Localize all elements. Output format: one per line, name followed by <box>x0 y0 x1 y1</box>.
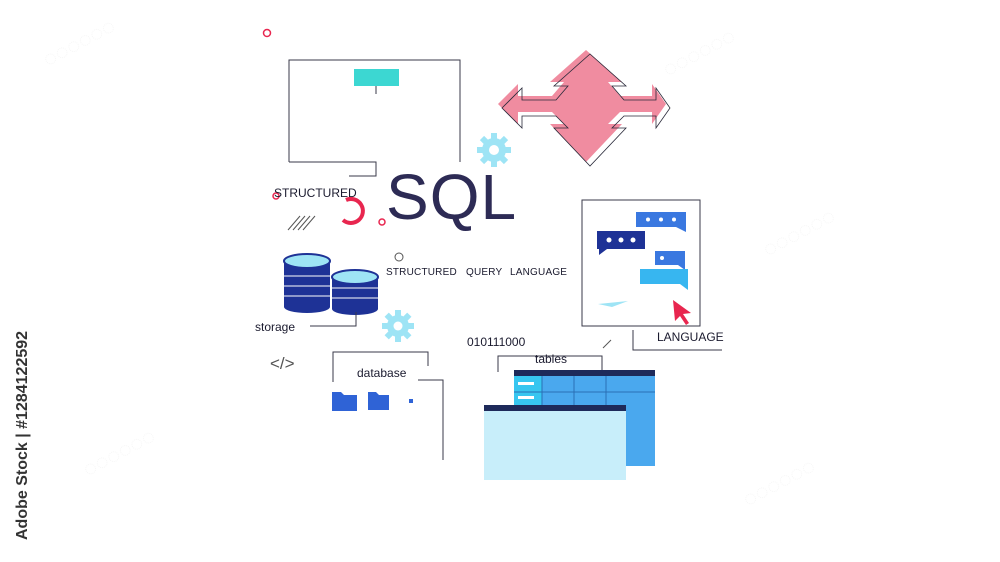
database-frame <box>332 351 444 460</box>
gear-icon <box>477 133 511 167</box>
language-connector <box>632 330 722 351</box>
label-database: database <box>357 366 407 380</box>
tables-icon <box>484 370 655 480</box>
label-query: QUERY <box>466 267 503 278</box>
hatch-lines <box>287 215 316 231</box>
label-language-small: LANGUAGE <box>510 267 568 278</box>
label-binary: 010111000 <box>467 335 526 349</box>
red-arc <box>341 196 365 225</box>
storage-connector <box>310 312 357 327</box>
arrows-cross-icon <box>498 50 671 167</box>
red-dot-mid <box>378 218 386 226</box>
code-icon: </> <box>270 354 295 373</box>
red-dot-top <box>262 28 272 38</box>
label-structured: STRUCTURED <box>386 267 457 278</box>
cursor-icon <box>673 300 691 325</box>
label-tables: tables <box>535 352 568 366</box>
folder-icon <box>332 392 413 411</box>
red-dot-left <box>272 192 280 200</box>
label-structured-top: STRUCTURED <box>274 186 357 200</box>
top-frame <box>288 59 461 177</box>
chat-bubble-icon <box>597 212 688 307</box>
watermark-text: Adobe Stock | #1284122592 <box>14 330 31 540</box>
tables-connector <box>497 355 603 372</box>
label-language: LANGUAGE <box>657 330 724 344</box>
database-cylinder-icon <box>283 253 379 315</box>
sql-title: SQL <box>386 161 518 233</box>
gear-icon <box>382 310 414 342</box>
gray-dot <box>394 252 404 262</box>
teal-tag <box>354 69 399 86</box>
label-storage: storage <box>255 320 296 334</box>
